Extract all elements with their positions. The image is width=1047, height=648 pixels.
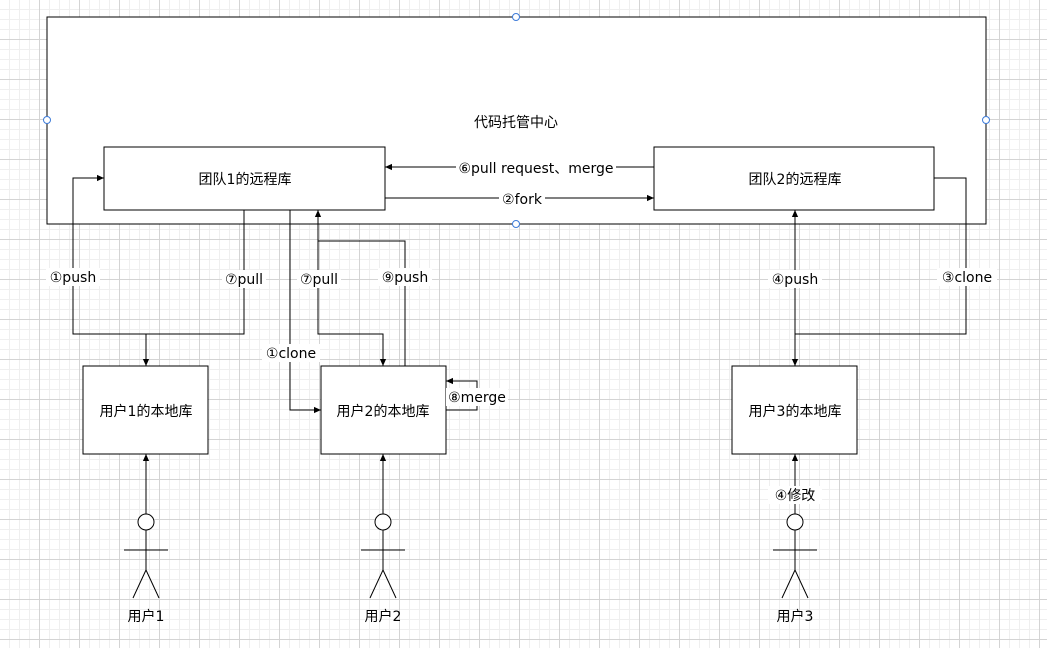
edge-label-user1-push: ①push: [50, 270, 96, 286]
team2-remote-repo-label: 团队2的远程库: [749, 172, 842, 188]
user3-label: 用户3: [777, 608, 814, 625]
edge-label-user2-pull: ⑦pull: [300, 272, 338, 288]
team1-remote-repo-label: 团队1的远程库: [199, 172, 292, 188]
user3-actor[interactable]: [773, 513, 817, 599]
user2-label: 用户2: [365, 608, 402, 625]
user2-local-repo-label: 用户2的本地库: [337, 403, 430, 420]
user2-actor-head: [374, 513, 392, 531]
edge-user2-push[interactable]: [314, 210, 406, 366]
user3-local-repo-label: 用户3的本地库: [749, 403, 842, 420]
edge-user1-push[interactable]: [72, 174, 146, 335]
user2-local-repo[interactable]: [320, 365, 447, 455]
resize-handle-left[interactable]: [43, 116, 51, 124]
edge-label-user3-push: ④push: [772, 272, 818, 288]
resize-handle-top[interactable]: [512, 13, 520, 21]
edge-label-user3-clone: ③clone: [942, 270, 992, 286]
user1-local-repo-label: 用户1的本地库: [100, 403, 193, 420]
team2-remote-repo[interactable]: [653, 146, 935, 211]
user3-local-repo[interactable]: [731, 365, 858, 455]
team1-remote-repo[interactable]: [103, 146, 386, 211]
user1-label: 用户1: [128, 608, 165, 625]
edge-label-fork: ②fork: [502, 192, 543, 208]
user1-actor-head: [137, 513, 155, 531]
user2-actor[interactable]: [361, 513, 405, 599]
user1-actor-body: [124, 530, 168, 599]
user3-actor-head: [786, 513, 804, 531]
edge-user3-clone[interactable]: [795, 177, 967, 335]
user1-local-repo[interactable]: [82, 365, 209, 455]
resize-handle-right[interactable]: [982, 116, 990, 124]
edge-label-user2-clone: ①clone: [266, 346, 316, 362]
user3-actor-body: [773, 530, 817, 599]
edge-label-user2-push: ⑨push: [382, 270, 428, 286]
edge-label-user1-pull: ⑦pull: [225, 272, 263, 288]
edge-label-user2-merge: ⑧merge: [448, 390, 506, 406]
code-hosting-center-label: 代码托管中心: [474, 115, 558, 131]
resize-handle-bottom[interactable]: [512, 220, 520, 228]
user2-actor-body: [361, 530, 405, 599]
edge-label-pull-request-merge: ⑥pull request、merge: [458, 161, 613, 177]
edge-label-user3-modify: ④修改: [775, 488, 816, 504]
user1-actor[interactable]: [124, 513, 168, 599]
edge-user2-clone[interactable]: [289, 210, 321, 414]
